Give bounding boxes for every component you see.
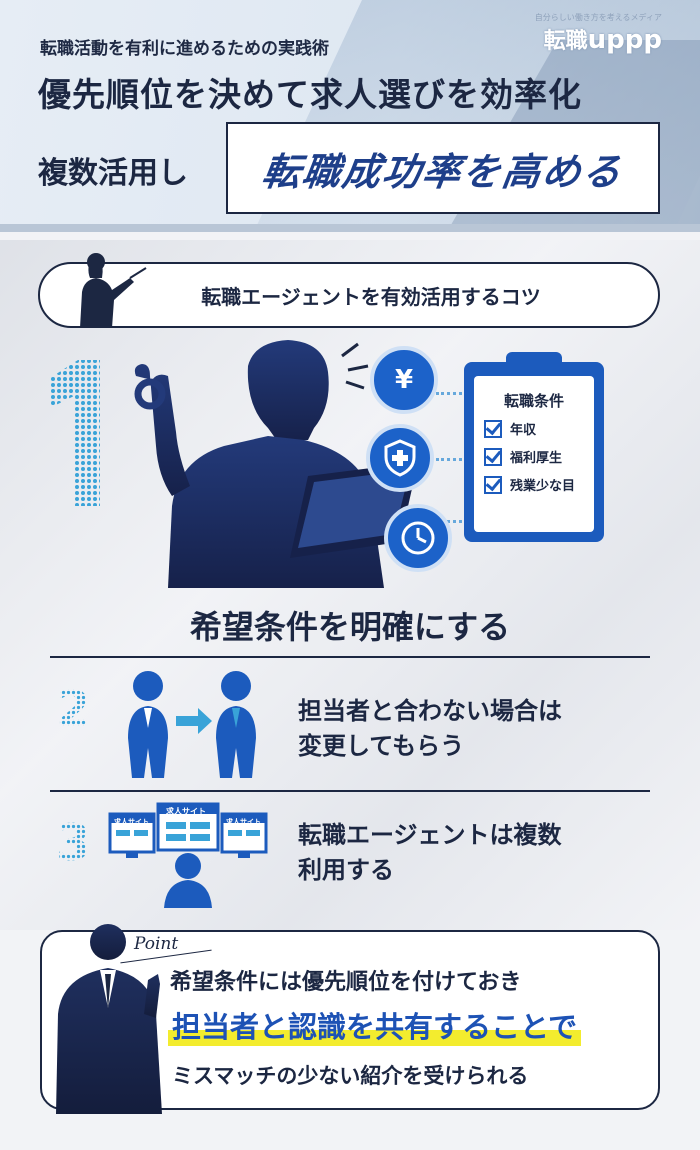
step1-heading: 希望条件を明確にする bbox=[189, 608, 511, 646]
logo-mark: 転職uppp bbox=[535, 23, 662, 55]
section-title-pill: 転職エージェントを有効活用するコツ bbox=[38, 262, 660, 328]
header-subtitle: 転職活動を有利に進めるための実践術 bbox=[40, 39, 329, 59]
header-title-highlight: 転職成功率を高める bbox=[259, 148, 626, 194]
step2-line2: 変更してもらう bbox=[298, 731, 465, 760]
section-title: 転職エージェントを有効活用するコツ bbox=[201, 284, 541, 309]
step3-text: 転職エージェントは複数 利用する bbox=[298, 818, 562, 888]
divider bbox=[50, 790, 650, 792]
header-banner: 転職活動を有利に進めるための実践術 優先順位を決めて求人選びを効率化 複数活用し… bbox=[0, 0, 700, 232]
logo-tagline: 自分らしい働き方を考えるメディア bbox=[534, 13, 662, 22]
connector-dots bbox=[436, 392, 468, 395]
step-number-2: 2 bbox=[56, 680, 91, 738]
point-line3: ミスマッチの少ない紹介を受けられる bbox=[172, 1064, 529, 1088]
step3-line1: 転職エージェントは複数 bbox=[298, 821, 562, 849]
header-bottom-bar bbox=[0, 224, 700, 232]
checklist-label: 福利厚生 bbox=[510, 451, 563, 466]
checklist-item: 残業少な目 bbox=[484, 475, 584, 494]
shield-cross-icon bbox=[366, 424, 434, 492]
multiple-job-sites-icon bbox=[108, 802, 268, 908]
conditions-clipboard: 転職条件 年収 福利厚生 残業少な目 bbox=[464, 352, 604, 542]
checkbox-checked-icon bbox=[484, 419, 502, 438]
checklist-label: 年収 bbox=[510, 423, 537, 438]
businessman-pointing-icon bbox=[56, 924, 162, 1114]
site-label-right: 求人サイト bbox=[226, 818, 261, 826]
point-line2-highlight: 担当者と認識を共有することで bbox=[168, 1004, 582, 1046]
site-label-left: 求人サイト bbox=[114, 818, 149, 826]
clipboard-clip bbox=[506, 352, 562, 374]
presenter-woman-icon bbox=[80, 253, 147, 328]
step3-line2: 利用する bbox=[298, 855, 394, 884]
person-swap-icon bbox=[128, 671, 256, 778]
checklist-item: 福利厚生 bbox=[484, 447, 584, 466]
point-line1: 希望条件には優先順位を付けておき bbox=[170, 970, 522, 995]
logo-name: uppp bbox=[587, 25, 662, 55]
connector-dots bbox=[436, 458, 468, 461]
clipboard-title: 転職条件 bbox=[503, 392, 564, 410]
header-title-line2: 複数活用し bbox=[38, 156, 188, 191]
checklist-label: 残業少な目 bbox=[510, 479, 576, 494]
connector-dots bbox=[436, 520, 468, 523]
point-label: Point bbox=[134, 934, 179, 954]
step2-text: 担当者と合わない場合は 変更してもらう bbox=[298, 694, 562, 764]
checkbox-checked-icon bbox=[484, 475, 502, 494]
money-bag-icon: ¥ bbox=[370, 346, 438, 414]
step-number-3: 3 bbox=[56, 814, 91, 872]
shield-icon bbox=[384, 439, 416, 477]
site-logo[interactable]: 自分らしい働き方を考えるメディア 転職uppp bbox=[535, 12, 662, 55]
money-symbol: ¥ bbox=[394, 365, 414, 395]
logo-prefix: 転職 bbox=[543, 29, 588, 54]
checklist-item: 年収 bbox=[484, 419, 584, 438]
header-title-line1: 優先順位を決めて求人選びを効率化 bbox=[38, 75, 582, 114]
clipboard-paper: 転職条件 年収 福利厚生 残業少な目 bbox=[474, 376, 594, 532]
site-label-center: 求人サイト bbox=[166, 807, 206, 816]
divider bbox=[50, 656, 650, 658]
step-number-1 bbox=[50, 360, 100, 506]
header-title-highlight-box: 転職成功率を高める bbox=[226, 122, 660, 214]
clock-face-icon bbox=[401, 521, 435, 555]
checkbox-checked-icon bbox=[484, 447, 502, 466]
clock-icon bbox=[384, 504, 452, 572]
step2-line1: 担当者と合わない場合は bbox=[298, 697, 562, 725]
